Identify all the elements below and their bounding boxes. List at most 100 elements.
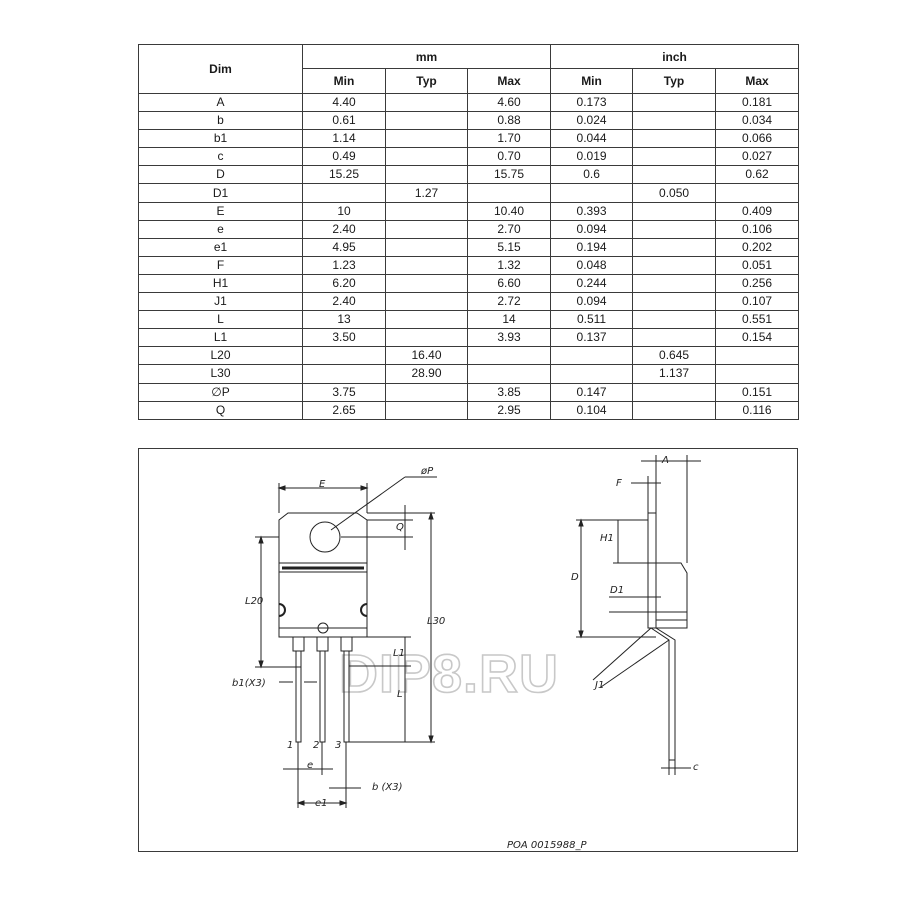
inch-min-cell: 0.094 [550, 292, 634, 312]
dim-cell: e1 [138, 237, 303, 257]
dim-header: Dim [138, 44, 303, 94]
mm-min-cell: 15.25 [302, 165, 386, 185]
mm-max-cell: 2.70 [466, 219, 552, 239]
inch-min-cell: 0.044 [550, 129, 634, 149]
front-view [255, 476, 437, 808]
mm-max-header: Max [466, 68, 552, 94]
label-L30: L30 [427, 616, 445, 627]
inch-header: inch [550, 44, 800, 69]
inch-max-cell: 0.62 [715, 165, 800, 185]
mm-min-cell: 2.40 [302, 292, 386, 312]
dim-cell: D [138, 165, 303, 185]
mm-typ-cell [385, 292, 468, 312]
mm-max-cell: 15.75 [466, 165, 552, 185]
inch-typ-cell [632, 310, 717, 330]
mm-max-cell [466, 346, 552, 366]
mm-max-cell: 0.88 [466, 111, 552, 131]
dim-cell: c [138, 147, 303, 167]
inch-max-cell: 0.066 [715, 129, 800, 149]
inch-min-cell: 0.393 [550, 201, 634, 221]
mm-typ-cell [385, 237, 468, 257]
label-L: L [397, 689, 403, 700]
label-F: F [616, 478, 622, 489]
dim-cell: b [138, 111, 303, 131]
inch-max-cell [715, 346, 800, 366]
mm-max-cell: 1.70 [466, 129, 552, 149]
mounting-hole [309, 521, 341, 553]
mm-max-cell: 6.60 [466, 273, 552, 294]
mm-min-cell: 0.49 [302, 147, 386, 167]
inch-typ-cell [632, 273, 717, 294]
drawing-code: POA 0015988_P [507, 840, 587, 851]
mm-max-cell: 10.40 [466, 201, 552, 221]
mm-min-cell [302, 364, 386, 384]
inch-max-cell: 0.107 [715, 292, 800, 312]
inch-typ-cell: 0.050 [632, 183, 717, 203]
inch-min-cell [550, 364, 634, 384]
label-pin-1: 1 [287, 740, 293, 751]
inch-max-cell: 0.154 [715, 328, 800, 348]
mm-header: mm [301, 44, 552, 69]
inch-max-cell: 0.116 [715, 400, 800, 420]
label-e1: e1 [315, 798, 328, 809]
mm-typ-cell [385, 147, 468, 167]
dim-cell: Q [138, 400, 303, 420]
mm-typ-cell [385, 129, 468, 149]
inch-min-cell: 0.194 [550, 237, 634, 257]
inch-typ-cell [632, 147, 717, 167]
mm-typ-cell [385, 219, 468, 239]
label-J1: J1 [593, 680, 604, 691]
inch-max-cell: 0.106 [715, 219, 800, 239]
mm-typ-cell [385, 328, 468, 348]
label-pin-2: 2 [313, 740, 319, 751]
label-oP: øP [420, 466, 434, 477]
mm-typ-cell [385, 382, 468, 402]
inch-min-cell: 0.137 [550, 328, 634, 348]
side-lead [650, 627, 676, 761]
package-drawing: DIP8.RU [138, 448, 798, 852]
watermark: DIP8.RU [339, 644, 559, 704]
label-c: c [693, 762, 699, 773]
label-D: D [571, 572, 579, 583]
dim-cell: D1 [138, 183, 303, 203]
inch-max-cell: 0.034 [715, 111, 800, 131]
dim-cell: L30 [138, 364, 303, 384]
dim-cell: H1 [138, 273, 303, 294]
inch-typ-cell [632, 219, 717, 239]
mm-max-cell: 5.15 [466, 237, 552, 257]
inch-typ-cell: 0.645 [632, 346, 717, 366]
dim-cell: L1 [138, 328, 303, 348]
inch-min-cell: 0.173 [550, 92, 634, 113]
mm-max-cell: 4.60 [466, 92, 552, 113]
dim-cell: F [138, 255, 303, 275]
mm-max-cell: 3.85 [466, 382, 552, 402]
mm-typ-cell [385, 165, 468, 185]
mm-min-cell: 1.23 [302, 255, 386, 275]
header-row-units: Dim mm inch [138, 44, 800, 94]
inch-max-cell: 0.202 [715, 237, 800, 257]
mm-max-cell: 2.72 [466, 292, 552, 312]
mm-typ-cell [385, 273, 468, 294]
dim-cell: e [138, 219, 303, 239]
inch-typ-header: Typ [632, 68, 717, 94]
label-Q: Q [396, 522, 404, 533]
mm-max-cell [466, 364, 552, 384]
inch-min-cell: 0.048 [550, 255, 634, 275]
mm-min-cell: 3.75 [302, 382, 386, 402]
label-A: A [661, 455, 669, 466]
inch-typ-cell [632, 400, 717, 420]
dim-cell: L [138, 310, 303, 330]
mm-min-cell: 4.95 [302, 237, 386, 257]
inch-max-header: Max [715, 68, 800, 94]
inch-typ-cell [632, 111, 717, 131]
label-pin-3: 3 [335, 740, 341, 751]
